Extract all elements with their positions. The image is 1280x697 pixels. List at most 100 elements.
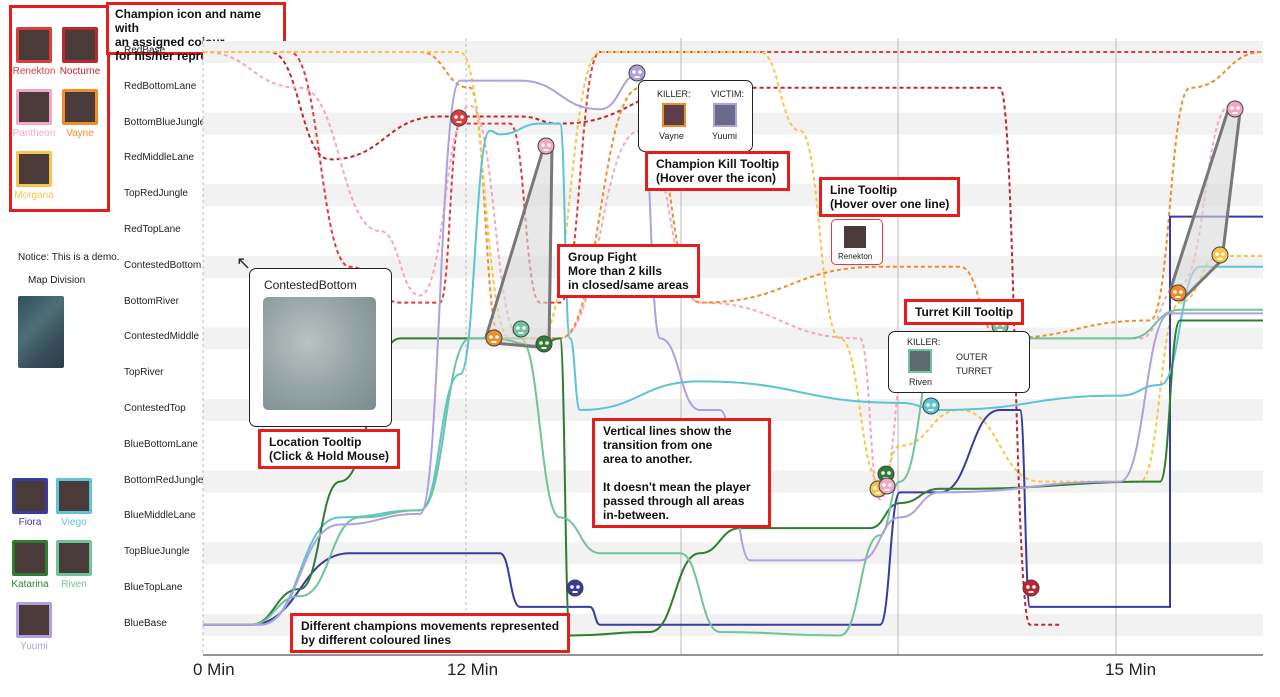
group-fight-line-1: Group Fight [568,250,637,264]
area-label: BlueBottomLane [124,438,198,450]
movement-line-yuumi [203,72,1263,626]
legend-blue-viego[interactable]: Viego [47,478,101,528]
champion-portrait [16,151,52,187]
area-stripe [203,542,1263,565]
vertical-callout-line-2: transition from one [603,438,713,452]
turret-killer-name: Riven [909,377,933,387]
area-label: RedMiddleLane [124,152,195,164]
kill-skull-icon [512,320,530,338]
area-label: BottomBlueJungle [124,116,206,128]
champion-portrait [12,478,48,514]
champion-portrait [16,27,52,63]
area-label: BlueMiddleLane [124,510,196,522]
kill-skull-icon [450,109,468,127]
cursor-icon: ↖ [236,253,252,273]
champion-name: Vayne [66,128,94,139]
legend-callout-line-2: an assigned colour [115,35,225,49]
line-tooltip: Renekton [831,219,883,265]
line-tooltip-name: Renekton [838,252,873,261]
victim-portrait [713,103,737,127]
x-tick-15: 15 Min [1105,660,1157,679]
legend-callout-line-1: Champion icon and name with [115,7,262,35]
line-tooltip-callout: Line Tooltip (Hover over one line) [819,177,961,217]
kill-skull-icon [485,329,503,347]
vertical-lines-callout: Vertical lines show the transition from … [592,418,771,528]
area-label: ContestedTop [124,403,186,414]
vertical-callout-line-4 [603,466,760,480]
movements-callout-line-2: by different coloured lines [301,633,452,647]
legend-blue-riven[interactable]: Riven [47,540,101,590]
legend-red-renekton[interactable]: Renekton [7,27,61,77]
champion-portrait [16,89,52,125]
turret-callout-line-1: Turret Kill Tooltip [915,305,1014,319]
vertical-callout-line-3: area to another. [603,452,693,466]
turret-line-1: OUTER [956,352,988,362]
kill-skull-icon [1022,579,1040,597]
kill-skull-icon [628,64,646,82]
kill-skull-icon [922,397,940,415]
area-label: RedBase [124,45,166,56]
map-division-thumbnail[interactable] [18,296,64,368]
vertical-callout-line-5: It doesn't mean the player [603,480,751,494]
turret-killer-portrait [908,349,932,373]
champion-portrait [56,478,92,514]
victim-name: Yuumi [712,131,738,141]
champion-kill-callout: Champion Kill Tooltip (Hover over the ic… [645,151,791,191]
kill-skull-icon [1226,100,1244,118]
killer-name: Vayne [659,131,684,141]
champion-portrait [56,540,92,576]
killer-portrait [662,103,686,127]
vertical-callout-line-7: in-between. [603,508,670,522]
legend-blue-fiora[interactable]: Fiora [3,478,57,528]
legend-red-vayne[interactable]: Vayne [53,89,107,139]
vertical-callout-line-6: passed through all areas [603,494,745,508]
champion-kill-callout-line-1: Champion Kill Tooltip [656,157,780,171]
champion-name: Katarina [11,579,49,590]
vertical-callout-line-1: Vertical lines show the [603,424,732,438]
champion-portrait [16,602,52,638]
location-callout-line-1: Location Tooltip [269,435,362,449]
legend-blue-yuumi[interactable]: Yuumi [7,602,61,652]
area-stripe [203,255,1263,278]
champion-kill-tooltip: KILLER: VICTIM: Vayne Yuumi [638,80,753,152]
legend-red-morgana[interactable]: Morgana [7,151,61,201]
area-stripe [203,184,1263,207]
turret-killer-label: KILLER: [907,337,941,347]
champion-name: Yuumi [20,641,48,652]
champion-name: Riven [61,579,87,590]
location-tooltip-callout: Location Tooltip (Click & Hold Mouse) [258,429,401,469]
location-callout-line-2: (Click & Hold Mouse) [269,449,390,463]
location-tooltip-title: ContestedBottom [264,278,357,292]
champion-portrait [62,27,98,63]
champion-name: Renekton [12,66,56,77]
area-label: TopBlueJungle [124,546,190,558]
victim-label: VICTIM: [711,89,744,99]
line-callout-line-1: Line Tooltip [830,183,898,197]
kill-skull-icon [1211,246,1229,264]
area-label: BlueTopLane [124,582,183,593]
champion-portrait [12,540,48,576]
champion-name: Morgana [14,190,54,201]
legend-red-nocturne[interactable]: Nocturne [53,27,107,77]
line-callout-line-2: (Hover over one line) [830,197,950,211]
movements-callout: Different champions movements represente… [290,613,571,653]
legend-blue-katarina[interactable]: Katarina [3,540,57,590]
area-label: ContestedMiddle [124,331,200,343]
group-fight-area [484,144,554,350]
champion-name: Viego [61,517,87,528]
group-fight-line-3: in closed/same areas [568,278,689,292]
kill-skull-icon [537,137,555,155]
kill-skull-icon [535,335,553,353]
area-label: BottomRedJungle [124,474,204,486]
movement-line-fiora [203,215,1263,626]
legend-red-pantheon[interactable]: Pantheon [7,89,61,139]
turret-line-2: TURRET [956,366,993,376]
x-tick-12: 12 Min [447,660,499,679]
champion-name: Pantheon [12,128,56,139]
location-tooltip: ContestedBottom [249,268,392,427]
kill-skull-icon [1169,284,1187,302]
x-tick-0: 0 Min [193,660,235,679]
kill-skull-icon [566,579,584,597]
